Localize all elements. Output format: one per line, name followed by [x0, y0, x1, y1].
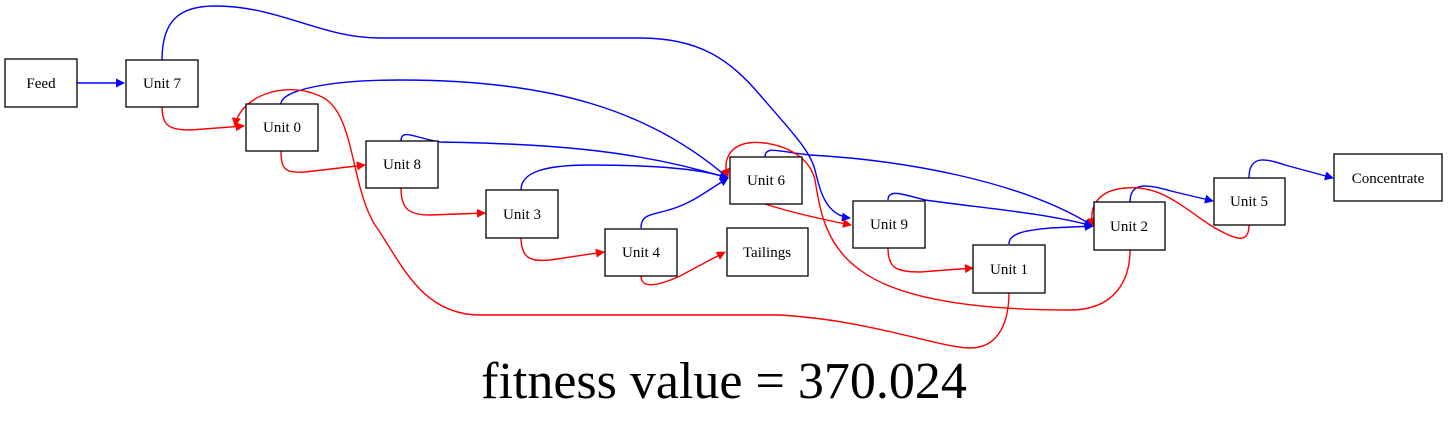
edge-unit1-to-unit0 [231, 88, 1010, 349]
edge-unit3-to-unit4 [520, 236, 605, 262]
node-label: Unit 9 [870, 217, 908, 233]
edge-unit7-to-unit9 [161, 5, 851, 222]
node-label: Concentrate [1352, 171, 1425, 187]
node-label: Feed [26, 76, 56, 92]
edge-unit4-to-tailings [640, 251, 726, 286]
node-unit3: Unit 3 [485, 189, 559, 239]
node-label: Unit 1 [990, 262, 1028, 278]
node-concentrate: Concentrate [1333, 153, 1443, 202]
node-label: Unit 4 [622, 245, 660, 261]
fitness-caption: fitness value = 370.024 [481, 353, 967, 410]
node-label: Unit 3 [503, 207, 541, 223]
edge-unit0-to-unit8 [280, 149, 366, 173]
edge-unit5-to-concentrate [1248, 159, 1334, 181]
node-tailings: Tailings [726, 227, 809, 277]
edge-unit7-to-unit0 [161, 105, 245, 132]
node-label: Unit 7 [143, 76, 181, 92]
node-unit4: Unit 4 [604, 228, 678, 277]
node-label: Unit 6 [747, 173, 785, 189]
edge-unit8-to-unit6 [400, 133, 729, 180]
edge-unit2-to-unit5 [1129, 185, 1214, 204]
edge-unit9-to-unit1 [887, 247, 974, 274]
edge-unit6-to-unit2 [764, 149, 1094, 227]
edge-unit5-to-unit2 [1086, 187, 1250, 239]
edge-unit2-to-unit6 [721, 141, 1131, 311]
node-unit2: Unit 2 [1093, 201, 1166, 251]
node-label: Unit 5 [1230, 194, 1268, 210]
edge-unit6-to-unit9 [764, 203, 852, 228]
edge-unit1-to-unit2 [1008, 221, 1094, 245]
node-label: Unit 8 [383, 157, 421, 173]
edge-unit3-to-unit6 [520, 164, 729, 191]
node-feed: Feed [4, 58, 78, 108]
edge-unit4-to-unit6 [640, 177, 729, 229]
edge-unit0-to-unit6 [280, 79, 729, 179]
node-unit8: Unit 8 [365, 140, 439, 189]
edge-unit9-to-unit2 [887, 192, 1094, 229]
node-label: Unit 0 [263, 120, 301, 136]
node-unit7: Unit 7 [125, 59, 199, 108]
node-unit5: Unit 5 [1213, 177, 1286, 226]
node-unit9: Unit 9 [852, 200, 926, 249]
node-unit1: Unit 1 [972, 244, 1046, 294]
node-unit6: Unit 6 [729, 156, 803, 205]
edge-unit8-to-unit3 [400, 187, 486, 218]
node-label: Unit 2 [1110, 219, 1148, 235]
node-unit0: Unit 0 [245, 103, 319, 152]
node-label: Tailings [743, 245, 791, 261]
